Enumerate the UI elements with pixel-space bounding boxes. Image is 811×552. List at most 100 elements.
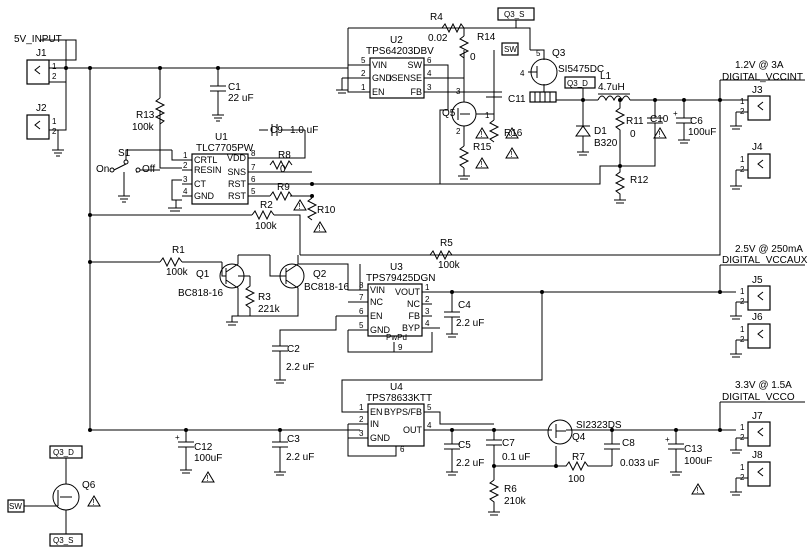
u2-pin-left-num: 1 bbox=[361, 83, 366, 92]
u1-pin-left-num: 3 bbox=[183, 175, 188, 184]
c1-value: 22 uF bbox=[228, 93, 254, 104]
c10-ref: C10 bbox=[650, 114, 669, 125]
c4-ref: C4 bbox=[458, 300, 471, 311]
c9-ref: C9 bbox=[270, 125, 283, 136]
capacitor-c8: C8 0.033 uF bbox=[604, 430, 659, 469]
u4-pin-left-label: GND bbox=[370, 433, 391, 443]
warning-mark: ! bbox=[511, 130, 513, 139]
warning-triangle-icon bbox=[87, 495, 101, 507]
transistor-q5: Q5 3 2 1 bbox=[442, 58, 490, 146]
net-q3d-top: Q3_D bbox=[567, 79, 588, 88]
u3-pad-num: 9 bbox=[398, 343, 403, 352]
net-sw-bottom: SW bbox=[9, 502, 22, 511]
resistor-r9: R9 bbox=[269, 182, 293, 202]
resistor-r4: R4 0.02 bbox=[428, 12, 465, 44]
u2-pin-right-label: FB bbox=[410, 87, 422, 97]
u3-pin-left-label: GND bbox=[370, 325, 391, 335]
warning-mark: ! bbox=[659, 130, 661, 139]
u1-pin-right-num: 5 bbox=[251, 187, 256, 196]
u3-pin-left-num: 8 bbox=[359, 281, 364, 290]
u1-pin-right-label: SNS bbox=[227, 167, 246, 177]
j6-ref: J6 bbox=[752, 312, 763, 323]
u4-gnd-num: 6 bbox=[400, 445, 405, 454]
d1-part: B320 bbox=[594, 138, 618, 149]
u3-pin-right-label: BYP bbox=[402, 323, 420, 333]
j1-ref: J1 bbox=[36, 48, 47, 59]
warning-mark: ! bbox=[93, 498, 95, 507]
c2-ref: C2 bbox=[287, 344, 300, 355]
capacitor-c7: C7 0.1 uF bbox=[486, 430, 530, 480]
j4-ref: J4 bbox=[752, 142, 763, 153]
r1-value: 100k bbox=[166, 267, 189, 278]
u2-pin-right-label: ISENSE bbox=[389, 73, 422, 83]
u4-pin-right-label: OUT bbox=[403, 425, 423, 435]
connector-j2: J2 1 2 bbox=[26, 103, 57, 140]
c8-ref: C8 bbox=[622, 438, 635, 449]
r7-value: 100 bbox=[568, 474, 585, 485]
u3-pin-left-label: NC bbox=[370, 297, 383, 307]
vccint-rating: 1.2V @ 3A bbox=[735, 60, 784, 71]
u1-pin-right-num: 7 bbox=[251, 163, 256, 172]
u1-pin-left-label: CT bbox=[194, 179, 206, 189]
j7-ref: J7 bbox=[752, 411, 763, 422]
capacitor-c9: C9 1.0 uF bbox=[270, 125, 318, 136]
u1-pin-right-label: RST bbox=[228, 179, 247, 189]
r11-ref: R11 bbox=[626, 116, 644, 127]
r3-value: 221k bbox=[258, 304, 281, 315]
j2-pin1: 1 bbox=[52, 117, 57, 126]
q5-pin3: 3 bbox=[456, 87, 461, 96]
j6-pin1: 1 bbox=[740, 325, 745, 334]
u3-pin-right-label: FB bbox=[408, 311, 420, 321]
u2-part: TPS64203DBV bbox=[366, 46, 434, 57]
r14-value: 0 bbox=[470, 52, 476, 63]
resistor-r7: R7 100 bbox=[556, 452, 612, 485]
c9-value: 1.0 uF bbox=[290, 125, 318, 136]
l1-ref: L1 bbox=[600, 71, 612, 82]
c12-value: 100uF bbox=[194, 453, 222, 464]
u2-pin-right-num: 3 bbox=[427, 83, 432, 92]
u4-pin-left-num: 1 bbox=[359, 403, 364, 412]
r12-ref: R12 bbox=[630, 175, 649, 186]
diode-d1: D1 B320 bbox=[575, 100, 618, 156]
connector-j5: J5 1 2 bbox=[730, 275, 771, 320]
u4-part: TPS78633KTT bbox=[366, 393, 432, 404]
c6-ref: C6 bbox=[690, 116, 703, 127]
inductor-l1: L1 4.7uH bbox=[597, 71, 631, 102]
svg-text:+: + bbox=[673, 109, 678, 118]
j1-pin1: 1 bbox=[52, 62, 57, 71]
r1-ref: R1 bbox=[172, 245, 185, 256]
c6-value: 100uF bbox=[688, 127, 716, 138]
u2-pin-left-num: 5 bbox=[361, 56, 366, 65]
r13-value: 100k bbox=[132, 122, 155, 133]
connector-j8: J8 1 2 bbox=[730, 450, 771, 496]
u3-part: TPS79425DGN bbox=[366, 273, 435, 284]
r11-value: 0 bbox=[630, 129, 636, 140]
j8-ref: J8 bbox=[752, 450, 763, 461]
u3-pin-right-label: VOUT bbox=[395, 287, 421, 297]
r8-ref: R8 bbox=[278, 150, 291, 161]
resistor-r2: R2 100k bbox=[251, 200, 278, 232]
q3-pin5: 5 bbox=[536, 49, 541, 58]
l1-value: 4.7uH bbox=[598, 82, 625, 93]
transistor-q3: Q3 SI5475DC 5 4 bbox=[520, 48, 604, 103]
u1-pin-left-label: CRTL bbox=[194, 155, 217, 165]
r16-ref: R16 bbox=[504, 128, 523, 139]
connector-j4: J4 1 2 bbox=[730, 142, 771, 190]
resistor-r16: R16 bbox=[488, 119, 523, 143]
u1-pin-left-label: RESIN bbox=[194, 165, 222, 175]
warning-mark: ! bbox=[481, 130, 483, 139]
net-sw-flag: SW bbox=[504, 45, 517, 54]
c2-value: 2.2 uF bbox=[286, 362, 314, 373]
warning-mark: ! bbox=[207, 474, 209, 483]
capacitor-c5: C5 2.2 uF bbox=[444, 430, 484, 476]
c5-value: 2.2 uF bbox=[456, 458, 484, 469]
r3-ref: R3 bbox=[258, 292, 271, 303]
resistor-r11: R11 0 bbox=[614, 100, 644, 166]
vcco-net: DIGITAL_VCCO bbox=[722, 392, 795, 403]
resistor-r8: R8 0 bbox=[269, 150, 293, 175]
u4-ref: U4 bbox=[390, 382, 403, 393]
u3-ref: U3 bbox=[390, 262, 403, 273]
capacitor-c4: C4 2.2 uF bbox=[444, 292, 484, 338]
capacitor-c2: C2 2.2 uF bbox=[272, 344, 314, 384]
warning-triangle-icon bbox=[505, 147, 519, 159]
